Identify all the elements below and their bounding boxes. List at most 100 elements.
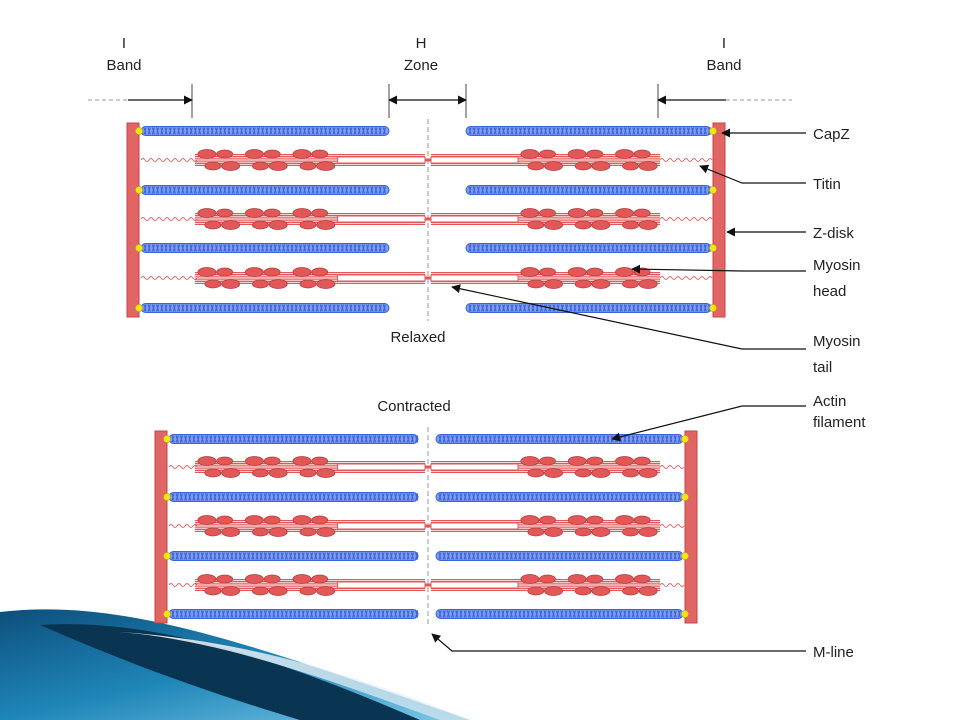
myosin-head bbox=[263, 574, 281, 584]
titin-strand bbox=[168, 524, 198, 528]
myosin-head bbox=[252, 220, 269, 230]
capz-cap bbox=[681, 435, 689, 443]
myosin-head bbox=[221, 161, 241, 171]
myosin-head bbox=[527, 468, 545, 478]
capz-cap bbox=[681, 552, 689, 560]
myosin-thick-filament bbox=[430, 149, 660, 171]
myosin-tail bbox=[430, 215, 519, 223]
titin-strand bbox=[140, 217, 198, 221]
myosin-head bbox=[633, 456, 651, 466]
myosin-thick-filament bbox=[430, 515, 660, 537]
myosin-head bbox=[197, 574, 217, 584]
titin-label: Titin bbox=[813, 176, 841, 193]
myosin-head bbox=[586, 456, 604, 466]
myosin-head bbox=[204, 220, 222, 230]
myosin-thick-filament bbox=[195, 149, 426, 171]
myosin-head bbox=[520, 149, 540, 159]
myosin-tail bbox=[430, 156, 519, 164]
myosin-head bbox=[539, 515, 556, 525]
myosin-head bbox=[299, 468, 317, 478]
titin-pointer bbox=[699, 164, 806, 184]
myosin-head bbox=[197, 149, 217, 159]
capz-cap bbox=[163, 552, 171, 560]
myosin-head bbox=[622, 527, 639, 537]
myosin-head bbox=[622, 220, 639, 230]
myosin-head bbox=[520, 515, 540, 525]
myosin-head bbox=[615, 208, 634, 218]
myosin-head bbox=[316, 468, 336, 478]
myosin-head bbox=[520, 456, 540, 466]
myosin-tail bbox=[430, 522, 519, 530]
myosin-head bbox=[567, 574, 587, 584]
capz-cap bbox=[681, 493, 689, 501]
callout-lines bbox=[431, 128, 806, 652]
myosin-head bbox=[292, 267, 312, 277]
myosin-head bbox=[268, 468, 288, 478]
myosin-head bbox=[252, 527, 269, 537]
myosin-thick-filament bbox=[195, 208, 426, 230]
capz-cap bbox=[163, 493, 171, 501]
myosin-head bbox=[263, 267, 281, 277]
myosin-head bbox=[299, 527, 317, 537]
myosin-thick-filament bbox=[430, 574, 660, 596]
actin-filament bbox=[168, 551, 419, 561]
myosin-tail bbox=[337, 156, 426, 164]
myosin-head bbox=[615, 515, 634, 525]
z-disk bbox=[126, 122, 140, 318]
actin-filament bbox=[435, 609, 684, 619]
myosin-head bbox=[299, 161, 317, 171]
capz-cap bbox=[709, 244, 717, 252]
myosin-head bbox=[245, 456, 264, 466]
myosin-head bbox=[221, 527, 241, 537]
myosin-head bbox=[311, 456, 329, 466]
myosin-head bbox=[268, 279, 288, 289]
relaxed-sarcomere bbox=[126, 119, 726, 321]
z-disk bbox=[154, 430, 168, 624]
myosin-tail-label-line2: tail bbox=[813, 359, 832, 376]
myosin-head bbox=[638, 279, 658, 289]
actin-label-line1: Actin bbox=[813, 393, 846, 410]
myosin-head bbox=[539, 456, 556, 466]
actin-filament bbox=[435, 551, 684, 561]
myosin-head bbox=[221, 468, 241, 478]
actin-filament bbox=[465, 243, 712, 253]
myosin-head bbox=[520, 574, 540, 584]
titin-strand bbox=[659, 276, 713, 280]
titin-strand bbox=[659, 158, 713, 162]
capz-cap bbox=[709, 127, 717, 135]
myosin-tail bbox=[430, 463, 519, 471]
i-band-left-label-line2: Band bbox=[106, 57, 141, 74]
myosin-head bbox=[591, 161, 611, 171]
myosin-head bbox=[586, 515, 604, 525]
titin-strand bbox=[140, 158, 198, 162]
actin-filament bbox=[140, 243, 390, 253]
myosin-thick-filament bbox=[430, 208, 660, 230]
mline-pointer bbox=[431, 633, 806, 652]
myosin-head bbox=[263, 208, 281, 218]
myosin-thick-filament bbox=[195, 515, 426, 537]
myosin-head bbox=[622, 586, 639, 596]
capz-cap bbox=[681, 610, 689, 618]
myosin-thick-filament bbox=[195, 574, 426, 596]
myosin-tail bbox=[337, 215, 426, 223]
myosin-head bbox=[544, 527, 563, 537]
myosin-head bbox=[221, 279, 241, 289]
myosin-tail bbox=[430, 274, 519, 282]
myosin-head bbox=[197, 267, 217, 277]
myosin-head bbox=[567, 267, 587, 277]
myosin-head bbox=[527, 279, 545, 289]
myosin-head bbox=[574, 468, 592, 478]
capz-cap bbox=[163, 610, 171, 618]
myosin-head bbox=[586, 574, 604, 584]
myosin-head bbox=[245, 515, 264, 525]
myosin-head bbox=[539, 208, 556, 218]
actin-filament bbox=[465, 185, 712, 195]
capz-cap bbox=[135, 244, 143, 252]
myosin-head bbox=[299, 586, 317, 596]
myosin-head bbox=[544, 220, 563, 230]
myosin-head bbox=[216, 208, 234, 218]
myosin-head bbox=[567, 208, 587, 218]
myosin-head bbox=[633, 208, 651, 218]
actin-label-line2: filament bbox=[813, 414, 866, 431]
